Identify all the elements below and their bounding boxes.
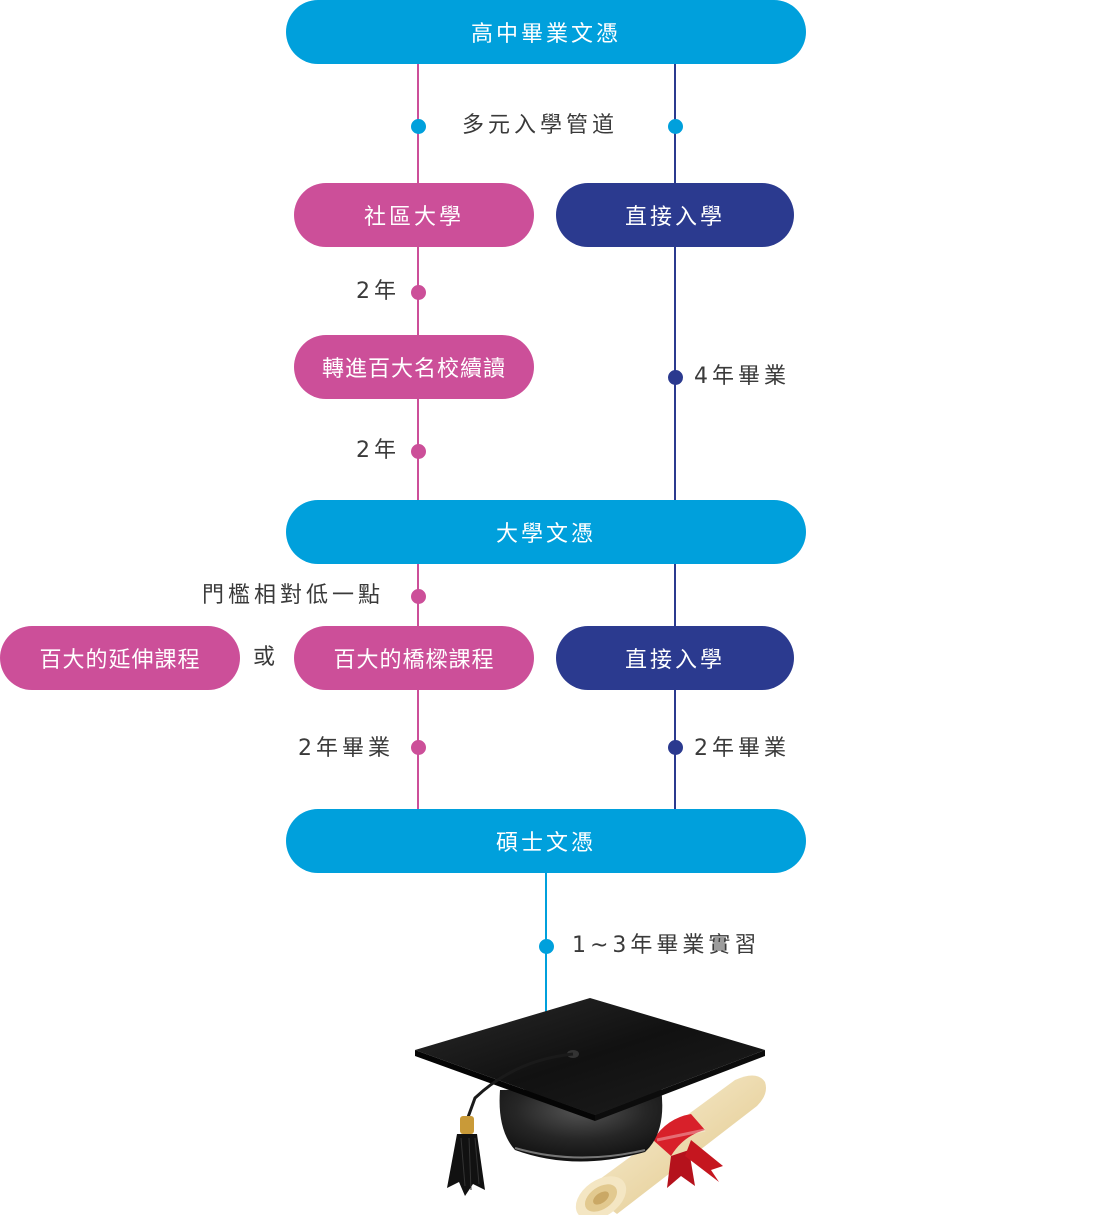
diploma-scroll bbox=[575, 1075, 766, 1215]
label-multiple-pathways: 多元入學管道 bbox=[462, 113, 619, 138]
label-two-year-grad-left: 2年畢業 bbox=[298, 736, 394, 761]
dot-four-year-grad bbox=[668, 370, 683, 385]
dot-two-years-b bbox=[411, 444, 426, 459]
graduation-cap-and-diploma-icon bbox=[415, 998, 766, 1215]
node-extension: 百大的延伸課程 bbox=[0, 626, 240, 690]
label-two-years-a: 2年 bbox=[356, 279, 400, 304]
dot-pathways-right bbox=[668, 119, 683, 134]
node-transfer: 轉進百大名校續讀 bbox=[294, 335, 534, 399]
dot-two-year-grad-left bbox=[411, 740, 426, 755]
tassel bbox=[447, 1052, 574, 1196]
dot-internship bbox=[539, 939, 554, 954]
node-bachelor: 大學文憑 bbox=[286, 500, 806, 564]
dot-two-year-grad-right bbox=[668, 740, 683, 755]
dot-pathways-left bbox=[411, 119, 426, 134]
label-two-years-b: 2年 bbox=[356, 438, 400, 463]
node-community-college: 社區大學 bbox=[294, 183, 534, 247]
dot-two-years-a bbox=[411, 285, 426, 300]
node-high-school: 高中畢業文憑 bbox=[286, 0, 806, 64]
node-direct-admission-2: 直接入學 bbox=[556, 626, 794, 690]
label-two-year-grad-right: 2年畢業 bbox=[694, 736, 790, 761]
label-lower-threshold: 門檻相對低一點 bbox=[202, 583, 385, 608]
node-master: 碩士文憑 bbox=[286, 809, 806, 873]
label-internship: 1~3年畢業實習 bbox=[572, 933, 761, 958]
dot-lower-threshold bbox=[411, 589, 426, 604]
label-four-year-grad: 4年畢業 bbox=[694, 364, 790, 389]
label-or: 或 bbox=[253, 645, 280, 670]
node-direct-admission-1: 直接入學 bbox=[556, 183, 794, 247]
cap-board bbox=[415, 998, 765, 1115]
node-bridge: 百大的橋樑課程 bbox=[294, 626, 534, 690]
